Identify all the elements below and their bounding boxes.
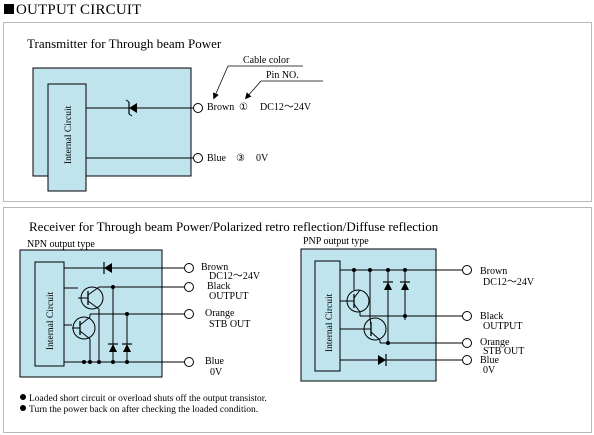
pnp-black-terminal-icon [462,311,472,321]
transmitter-brown-pin: ① [239,102,248,113]
pnp-orange-value: STB OUT [483,346,525,357]
pnp-blue-terminal-icon [462,355,472,365]
npn-protection-diode-icon [122,343,132,352]
npn-blue-terminal-icon [184,357,194,367]
transmitter-brown-label: Brown [207,102,235,113]
pnp-black-value: OUTPUT [483,321,523,332]
transmitter-blue-value: 0V [256,153,269,164]
npn-black-label: Black [207,281,231,292]
transmitter-section [3,22,592,202]
npn-internal-circuit-label: Internal Circuit [46,291,56,350]
page-title: OUTPUT CIRCUIT [4,2,141,19]
cable-color-pointer-icon [212,65,229,100]
pnp-orange-terminal-icon [462,338,472,348]
pnp-blue-value: 0V [483,365,496,376]
npn-orange-terminal-icon [184,309,194,319]
pnp-blue-label: Blue [480,355,499,366]
npn-orange-label: Orange [205,308,235,319]
bullet-icon [20,394,26,400]
transmitter-brown-terminal-icon [193,103,203,113]
transmitter-title: Transmitter for Through beam Power [27,36,222,51]
pin-no-label: Pin NO. [266,70,299,81]
note-text: Loaded short circuit or overload shuts o… [29,394,267,404]
npn-black-value: OUTPUT [209,291,249,302]
pnp-title: PNP output type [303,236,369,247]
pnp-black-label: Black [480,311,504,322]
pnp-zener-diode-icon [378,354,387,366]
receiver-section [3,207,592,433]
transmitter-internal-circuit-label: Internal Circuit [64,105,74,164]
transmitter-blue-terminal-icon [193,153,203,163]
npn-brown-terminal-icon [184,263,194,273]
note-item: Loaded short circuit or overload shuts o… [20,394,267,404]
npn-protection-diode-icon [108,343,118,352]
transmitter-blue-pin: ③ [236,153,245,164]
npn-orange-value: STB OUT [209,319,251,330]
note-text: Turn the power back on after checking th… [29,405,259,415]
transmitter-circuit: Internal Circuit [32,65,323,192]
npn-circuit: Internal Circuit [19,249,194,378]
npn-zener-diode-icon [103,262,112,274]
npn-brown-value: DC12～24V [209,271,261,282]
pnp-internal-circuit-box [314,260,341,372]
npn-blue-value: 0V [210,367,223,378]
pnp-protection-diode-icon [383,281,393,290]
bullet-icon [20,405,26,411]
zener-diode-icon [125,99,137,117]
pnp-brown-value: DC12～24V [483,277,535,288]
cable-color-label: Cable color [243,55,290,66]
pin-no-pointer-icon [244,80,262,100]
square-bullet-icon [4,4,14,14]
npn-internal-circuit-box [34,261,65,367]
npn-black-terminal-icon [184,282,194,292]
npn-title: NPN output type [27,239,95,250]
npn-brown-label: Brown [201,262,229,273]
transmitter-internal-circuit-box [47,83,87,192]
page-title-text: OUTPUT CIRCUIT [16,2,142,18]
pnp-orange-label: Orange [480,337,510,348]
receiver-title: Receiver for Through beam Power/Polarize… [29,219,439,234]
transmitter-brown-value: DC12～24V [260,102,312,113]
pnp-protection-diode-icon [400,281,410,290]
pnp-circuit: Internal Circuit [300,248,472,382]
pnp-brown-label: Brown [480,266,508,277]
transmitter-blue-label: Blue [207,153,226,164]
npn-blue-label: Blue [205,356,224,367]
pnp-brown-terminal-icon [462,265,472,275]
pnp-internal-circuit-label: Internal Circuit [325,293,335,352]
note-item: Turn the power back on after checking th… [20,405,258,415]
